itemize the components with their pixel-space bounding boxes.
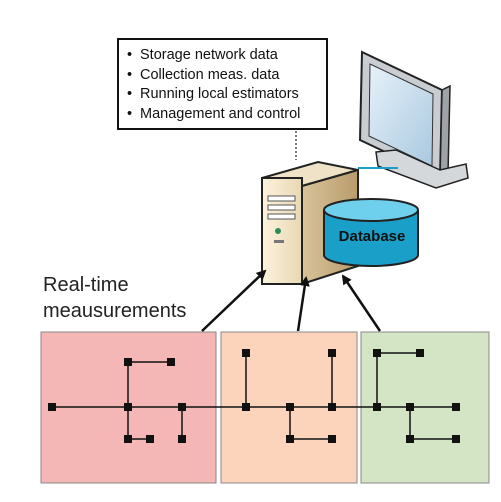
bus-node	[328, 435, 336, 443]
bus-node	[124, 435, 132, 443]
bus-node	[373, 349, 381, 357]
server-functions-box: Storage network data Collection meas. da…	[117, 38, 328, 130]
network-nodes	[48, 349, 460, 443]
bus-node	[452, 403, 460, 411]
monitor-icon	[358, 50, 469, 189]
realtime-label-line1: Real-time	[43, 274, 129, 296]
bus-node	[178, 403, 186, 411]
bus-node	[328, 403, 336, 411]
realtime-label-line2: meausurements	[43, 300, 187, 322]
function-item: Management and control	[127, 105, 320, 125]
arrow-right-zone-to-server	[341, 274, 382, 332]
function-item: Collection meas. data	[127, 66, 320, 86]
bus-node	[242, 349, 250, 357]
arrow-left-zone-to-server	[201, 269, 267, 332]
bus-node	[242, 403, 250, 411]
bus-node	[286, 435, 294, 443]
bus-node	[328, 349, 336, 357]
database-label: Database	[338, 228, 406, 245]
bus-node	[416, 349, 424, 357]
bus-node	[146, 435, 154, 443]
server-functions-list: Storage network data Collection meas. da…	[127, 46, 320, 124]
function-item: Running local estimators	[127, 85, 320, 105]
bus-node	[406, 435, 414, 443]
bus-node	[124, 358, 132, 366]
realtime-measurements-label: Real-time meausurements	[43, 272, 186, 324]
bus-node	[124, 403, 132, 411]
bus-node	[373, 403, 381, 411]
arrow-middle-zone-to-server	[296, 276, 310, 332]
function-item: Storage network data	[127, 46, 320, 66]
bus-node	[167, 358, 175, 366]
bus-node	[178, 435, 186, 443]
bus-node	[406, 403, 414, 411]
database-icon	[323, 198, 419, 267]
bus-node	[452, 435, 460, 443]
bus-node	[48, 403, 56, 411]
network-lines	[52, 352, 456, 440]
bus-node	[286, 403, 294, 411]
